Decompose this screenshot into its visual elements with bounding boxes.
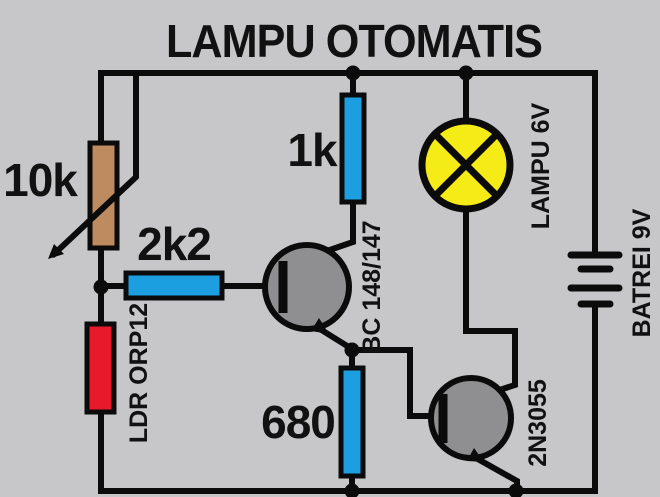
- emitter-arrow-icon: [467, 448, 484, 462]
- lamp-label: LAMPU 6V: [527, 102, 555, 229]
- potentiometer-wiper-arrow: [49, 73, 139, 259]
- junction-dot: [508, 483, 524, 497]
- resistor-1k-body: [339, 92, 367, 205]
- resistor-2k2: 2k2: [123, 218, 225, 301]
- resistor-1k-label: 1k: [287, 124, 338, 176]
- transistor-bc148: BC 148/147: [262, 220, 386, 354]
- junction-dot: [93, 279, 109, 295]
- resistor-680-label: 680: [261, 396, 335, 448]
- junction-dot: [344, 342, 360, 358]
- resistor-680-body: [338, 365, 366, 479]
- battery-label: BATREI 9V: [628, 208, 656, 337]
- arrow-icon: [48, 244, 64, 259]
- diagram-title: LAMPU OTOMATIS: [166, 15, 542, 67]
- resistor-2k2-label: 2k2: [137, 218, 211, 270]
- transistor-2n3055: 2N3055: [428, 375, 552, 467]
- transistor-bc148-body: [262, 242, 352, 332]
- resistor-680: 680: [261, 365, 366, 479]
- ldr-orp12: LDR ORP12: [84, 303, 153, 443]
- junction-dot: [345, 65, 361, 81]
- transistor-bc148-label: BC 148/147: [358, 220, 386, 353]
- emitter-arrow-icon: [311, 318, 329, 334]
- lamp-cross-icon: [432, 131, 500, 199]
- resistor-2k2-body: [123, 270, 225, 301]
- battery-9v: BATREI 9V: [567, 208, 656, 337]
- potentiometer-label: 10k: [3, 154, 78, 206]
- junction-dot: [458, 65, 474, 81]
- junction-dots: [93, 65, 524, 497]
- junction-dot: [344, 483, 360, 497]
- ldr-label: LDR ORP12: [125, 303, 153, 443]
- lamp-6v: LAMPU 6V: [418, 102, 555, 229]
- potentiometer-10k: 10k: [3, 73, 139, 259]
- ldr-body: [84, 321, 117, 415]
- wire-junction-to-2n3055-base: [352, 347, 440, 419]
- resistor-1k: 1k: [287, 92, 367, 205]
- transistor-2n3055-label: 2N3055: [524, 379, 552, 467]
